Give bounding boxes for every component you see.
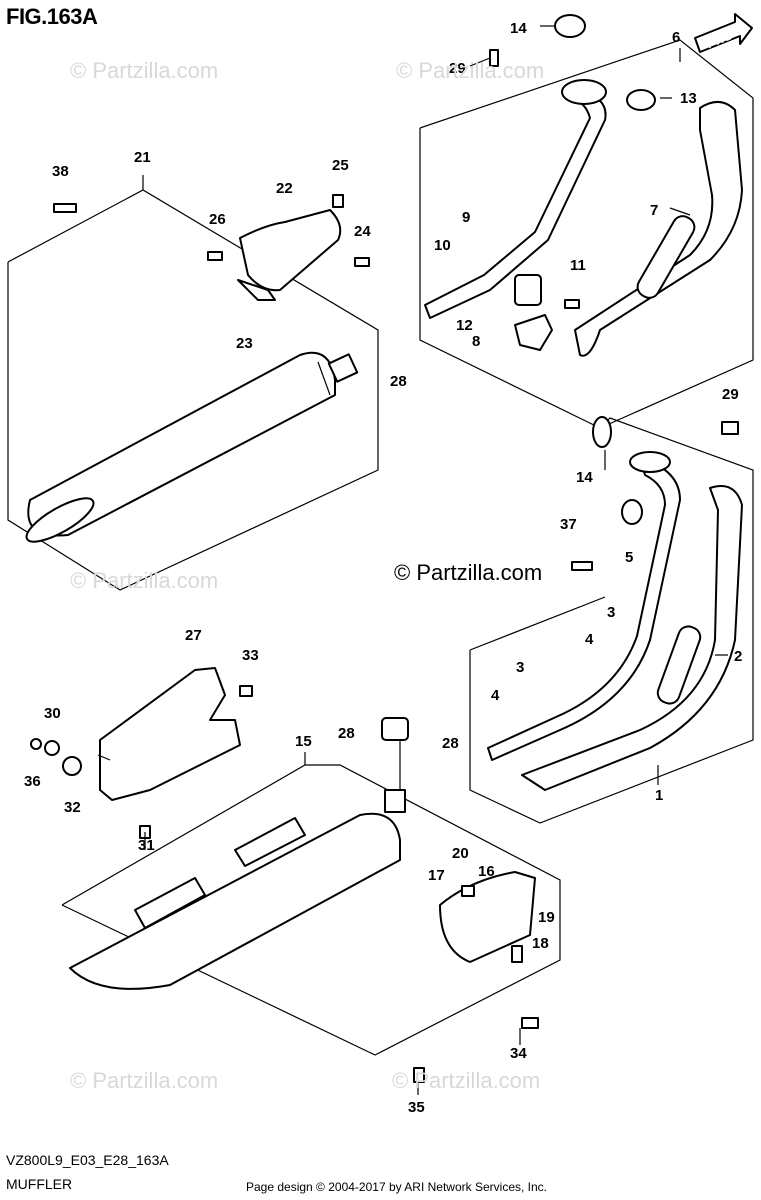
callout-29b: 29 [722, 386, 739, 403]
callout-31: 31 [138, 837, 155, 854]
gasket-14-mid [592, 416, 612, 448]
exhaust-pipe-assembly-6-box [419, 39, 754, 429]
rear-muffler-21 [25, 351, 359, 543]
callout-1: 1 [655, 787, 663, 804]
callout-14a: 14 [510, 20, 527, 37]
watermark: © Partzilla.com [396, 58, 545, 83]
callout-3b: 3 [516, 659, 524, 676]
heat-shield-22 [237, 194, 344, 301]
callout-32: 32 [64, 799, 81, 816]
callout-5: 5 [625, 549, 633, 566]
front-exhaust-pipe [487, 451, 743, 791]
callout-28b: 28 [442, 735, 459, 752]
callout-35: 35 [408, 1099, 425, 1116]
callout-labels: 1 2 3 3 4 4 5 6 7 8 9 10 11 12 13 14 14 … [24, 20, 742, 1116]
watermark: © Partzilla.com [392, 1068, 541, 1093]
figure-title: FIG.163A [6, 4, 98, 29]
callout-14b: 14 [576, 469, 593, 486]
callout-24: 24 [354, 223, 371, 240]
callout-23: 23 [236, 335, 253, 352]
callout-10: 10 [434, 237, 451, 254]
callout-28c: 28 [390, 373, 407, 390]
partzilla-watermark: © Partzilla.com [394, 560, 543, 585]
muffler-bracket-27 [99, 667, 241, 801]
callout-4a: 4 [585, 631, 594, 648]
callout-19: 19 [538, 909, 555, 926]
callout-2: 2 [734, 648, 742, 665]
bolt-icon [53, 49, 739, 1083]
callout-18: 18 [532, 935, 549, 952]
callout-38: 38 [52, 163, 69, 180]
exhaust-pipe-assembly-1-box [469, 417, 754, 824]
callout-8: 8 [472, 333, 480, 350]
rear-exhaust-pipe [424, 79, 607, 319]
washer-30-32 [30, 738, 82, 776]
exhaust-cover-7 [574, 101, 743, 357]
callout-11: 11 [570, 257, 586, 274]
figure-name: MUFFLER [6, 1176, 73, 1192]
callout-25: 25 [332, 157, 349, 174]
callout-30: 30 [44, 705, 61, 722]
callout-28a: 28 [338, 725, 355, 742]
callout-12: 12 [456, 317, 473, 334]
callout-9: 9 [462, 209, 470, 226]
callout-29a: 29 [449, 60, 466, 77]
figure-code: VZ800L9_E03_E28_163A [6, 1152, 169, 1168]
callout-16: 16 [478, 863, 495, 880]
fwd-arrow: FWD [694, 13, 753, 53]
callout-20: 20 [452, 845, 469, 862]
watermark: © Partzilla.com [70, 58, 219, 83]
front-muffler-15 [69, 789, 406, 990]
callout-4b: 4 [491, 687, 500, 704]
callout-33: 33 [242, 647, 259, 664]
callout-22: 22 [276, 180, 293, 197]
callout-26: 26 [209, 211, 226, 228]
callout-7: 7 [650, 202, 658, 219]
watermark: © Partzilla.com [70, 1068, 219, 1093]
watermark: © Partzilla.com [70, 568, 219, 593]
callout-36: 36 [24, 773, 41, 790]
leader-lines [97, 25, 728, 1095]
callout-37: 37 [560, 516, 577, 533]
callout-34: 34 [510, 1045, 527, 1062]
callout-21: 21 [134, 149, 151, 166]
gasket-14-top [554, 14, 586, 38]
callout-27: 27 [185, 627, 202, 644]
bracket-8 [514, 314, 553, 351]
callout-3a: 3 [607, 604, 615, 621]
callout-13: 13 [680, 90, 697, 107]
spacer-28-upper [381, 717, 409, 741]
callout-15: 15 [295, 733, 312, 750]
callout-6: 6 [672, 29, 680, 46]
page-credit: Page design © 2004-2017 by ARI Network S… [246, 1180, 548, 1194]
callout-17: 17 [428, 867, 445, 884]
clamp-13 [626, 89, 656, 111]
clamp-5 [621, 499, 643, 525]
